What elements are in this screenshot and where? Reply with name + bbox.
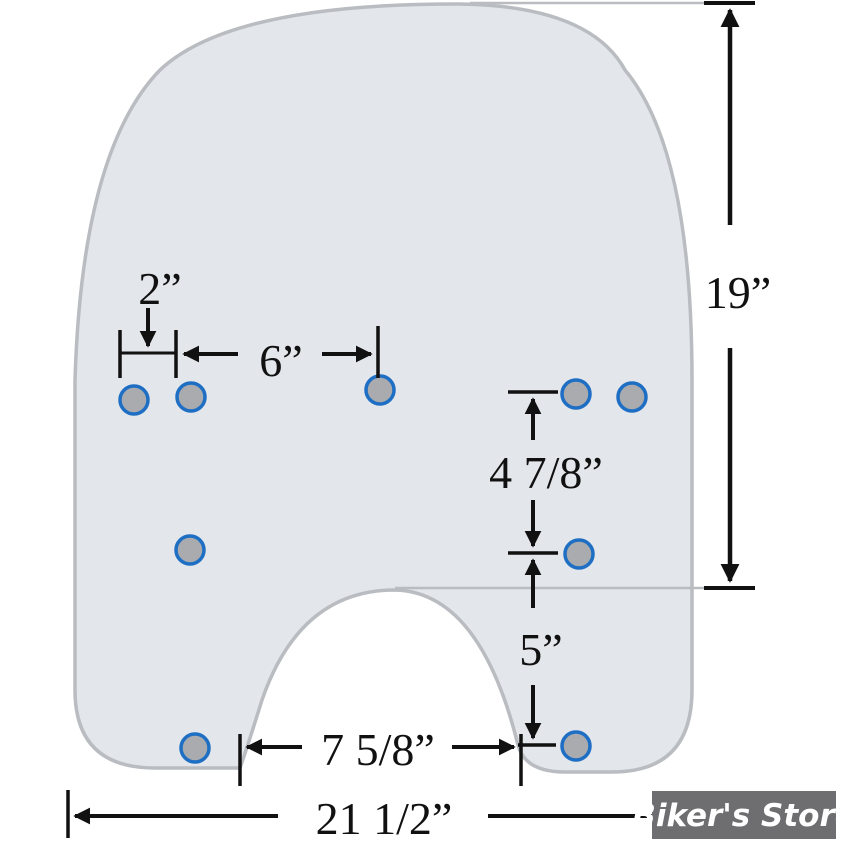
hole-spacing-dimension: 6” <box>182 326 380 386</box>
mounting-hole <box>560 730 592 762</box>
watermark-text: Biker's Store <box>632 798 841 834</box>
mounting-hole <box>364 374 396 406</box>
mounting-hole <box>118 384 150 416</box>
height-label: 19” <box>705 267 771 318</box>
hole-spacing-label: 6” <box>259 335 302 386</box>
width-dimension: 21 1/2” <box>66 790 660 841</box>
mounting-hole <box>179 732 211 764</box>
store-watermark: Biker's Store <box>632 791 841 839</box>
mounting-hole <box>175 381 207 413</box>
lower-hole-spacing-dimension: 5” <box>518 558 563 747</box>
lower-spacing-label: 5” <box>519 624 562 675</box>
hole-offset-dimension: 2” <box>118 263 182 378</box>
watermark-background <box>652 791 836 839</box>
vertical-hole-spacing-dimension: 4 7/8” <box>489 390 603 555</box>
height-dimension: 19” <box>395 1 771 590</box>
mounting-hole <box>616 381 648 413</box>
mounting-hole <box>560 378 592 410</box>
width-label: 21 1/2” <box>316 793 453 841</box>
mounting-hole <box>563 538 595 570</box>
notch-width-label: 7 5/8” <box>321 724 435 775</box>
mounting-holes <box>118 374 648 764</box>
mounting-hole <box>174 534 206 566</box>
vertical-spacing-label: 4 7/8” <box>489 447 603 498</box>
notch-width-dimension: 7 5/8” <box>238 724 523 786</box>
hole-offset-label: 2” <box>138 263 181 314</box>
